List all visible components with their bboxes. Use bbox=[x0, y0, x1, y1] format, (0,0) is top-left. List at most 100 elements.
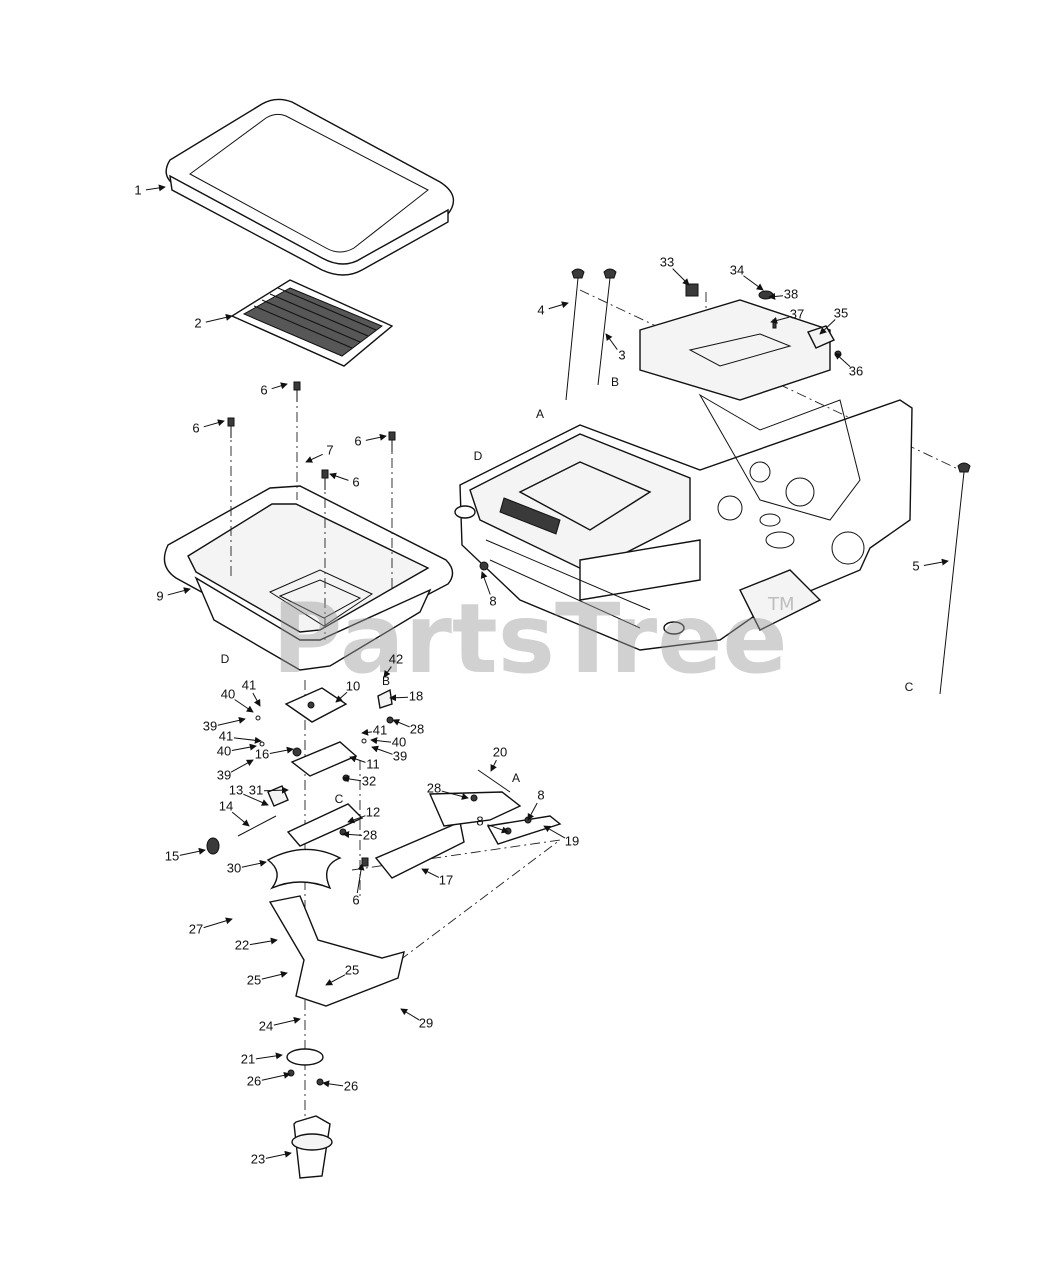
callout-number: 24 bbox=[259, 1018, 273, 1033]
callout-c15: 15 bbox=[165, 847, 206, 863]
callout-number: 11 bbox=[366, 756, 380, 771]
bolts-6 bbox=[227, 381, 396, 867]
callout-leader bbox=[249, 937, 278, 946]
callout-c8c: 8 bbox=[476, 813, 509, 834]
callout-c41b: 41 bbox=[361, 722, 387, 737]
callout-number: 36 bbox=[849, 363, 863, 378]
callout-c34: 34 bbox=[730, 262, 764, 291]
callout-number: 6 bbox=[354, 433, 361, 448]
callout-leader bbox=[349, 755, 366, 763]
callout-leader bbox=[167, 587, 191, 596]
callout-c4: 4 bbox=[537, 301, 569, 317]
hopper-screen bbox=[230, 279, 394, 367]
reference-letter-lD1: D bbox=[474, 449, 483, 463]
callout-number: 25 bbox=[247, 972, 261, 987]
callout-leader bbox=[305, 453, 323, 463]
callout-number: 8 bbox=[489, 593, 496, 608]
callout-leader bbox=[329, 472, 349, 481]
callout-leader bbox=[342, 830, 363, 838]
callout-number: 35 bbox=[834, 305, 848, 320]
callout-c6d: 6 bbox=[329, 472, 360, 489]
callout-leader bbox=[335, 691, 348, 703]
callout-c40c: 40 bbox=[217, 743, 257, 758]
callout-c28c: 28 bbox=[427, 780, 469, 800]
callout-c32: 32 bbox=[342, 773, 376, 788]
callout-c42: 42 bbox=[383, 651, 403, 678]
callout-leader bbox=[263, 786, 289, 794]
callout-c27: 27 bbox=[189, 917, 233, 936]
callout-c40a: 40 bbox=[221, 686, 254, 713]
callout-c1: 1 bbox=[134, 182, 166, 197]
callout-number: 40 bbox=[392, 734, 406, 749]
callout-number: 39 bbox=[203, 718, 217, 733]
hopper-lid bbox=[165, 98, 455, 276]
callout-leader bbox=[370, 737, 392, 745]
callout-c13: 13 bbox=[229, 782, 269, 806]
callout-number: 17 bbox=[439, 872, 453, 887]
callout-number: 16 bbox=[255, 746, 269, 761]
callout-number: 26 bbox=[247, 1073, 261, 1088]
callout-number: 9 bbox=[156, 588, 163, 603]
callout-leader bbox=[441, 790, 469, 800]
callout-number: 2 bbox=[194, 315, 201, 330]
callout-c36: 36 bbox=[834, 352, 863, 378]
callout-number: 28 bbox=[427, 780, 441, 795]
callout-number: 6 bbox=[260, 382, 267, 397]
callout-number: 21 bbox=[241, 1051, 255, 1066]
callout-leader bbox=[371, 745, 393, 755]
callout-c7: 7 bbox=[305, 442, 334, 463]
callout-leader bbox=[205, 313, 233, 323]
reference-letter-lB2: B bbox=[382, 674, 390, 688]
callout-leader bbox=[347, 815, 366, 824]
callout-leader bbox=[480, 571, 491, 595]
callout-number: 8 bbox=[537, 787, 544, 802]
callout-number: 23 bbox=[251, 1151, 265, 1166]
callout-number: 7 bbox=[326, 442, 333, 457]
reference-letter-lD2: D bbox=[221, 652, 230, 666]
callout-c26a: 26 bbox=[247, 1071, 291, 1088]
callout-c17: 17 bbox=[421, 868, 453, 887]
rods bbox=[565, 268, 971, 695]
watermark: PartsTree TM bbox=[272, 583, 795, 695]
callout-c41a: 41 bbox=[242, 677, 261, 707]
callout-leader bbox=[383, 666, 392, 678]
callout-c6a: 6 bbox=[260, 382, 288, 397]
callout-c16: 16 bbox=[255, 746, 294, 761]
callout-leader bbox=[365, 433, 387, 441]
callout-number: 37 bbox=[790, 306, 804, 321]
callout-leader bbox=[543, 825, 566, 839]
callout-leader bbox=[243, 793, 269, 806]
callout-number: 30 bbox=[227, 860, 241, 875]
reference-letter-lA2: A bbox=[512, 771, 520, 785]
callout-leader bbox=[231, 743, 257, 752]
callout-leader bbox=[605, 333, 618, 350]
callout-c21: 21 bbox=[241, 1051, 283, 1066]
callout-c37: 37 bbox=[770, 306, 804, 324]
callout-c19: 19 bbox=[543, 825, 579, 848]
callout-number: 33 bbox=[660, 254, 674, 269]
callout-number: 29 bbox=[419, 1015, 433, 1030]
watermark-trademark: TM bbox=[767, 594, 795, 615]
callout-number: 13 bbox=[229, 782, 243, 797]
hopper-tub bbox=[163, 485, 454, 671]
callout-c3: 3 bbox=[605, 333, 626, 362]
callout-c26b: 26 bbox=[322, 1078, 358, 1093]
spreader-frame bbox=[454, 299, 913, 651]
callout-leader bbox=[145, 184, 166, 192]
callout-c10: 10 bbox=[335, 678, 360, 703]
callout-c41c: 41 bbox=[219, 728, 262, 744]
callout-number: 41 bbox=[219, 728, 233, 743]
callout-number: 12 bbox=[366, 804, 380, 819]
callout-number: 6 bbox=[192, 420, 199, 435]
callout-number: 6 bbox=[352, 892, 359, 907]
callout-c18: 18 bbox=[389, 688, 423, 703]
callout-number: 14 bbox=[219, 798, 233, 813]
callout-leader bbox=[255, 1052, 283, 1060]
callout-number: 26 bbox=[344, 1078, 358, 1093]
callout-c9: 9 bbox=[156, 587, 191, 603]
callout-c39b: 39 bbox=[371, 745, 407, 763]
callout-leader bbox=[400, 1008, 420, 1021]
callout-c6b: 6 bbox=[192, 419, 225, 435]
callout-leader bbox=[231, 811, 250, 827]
